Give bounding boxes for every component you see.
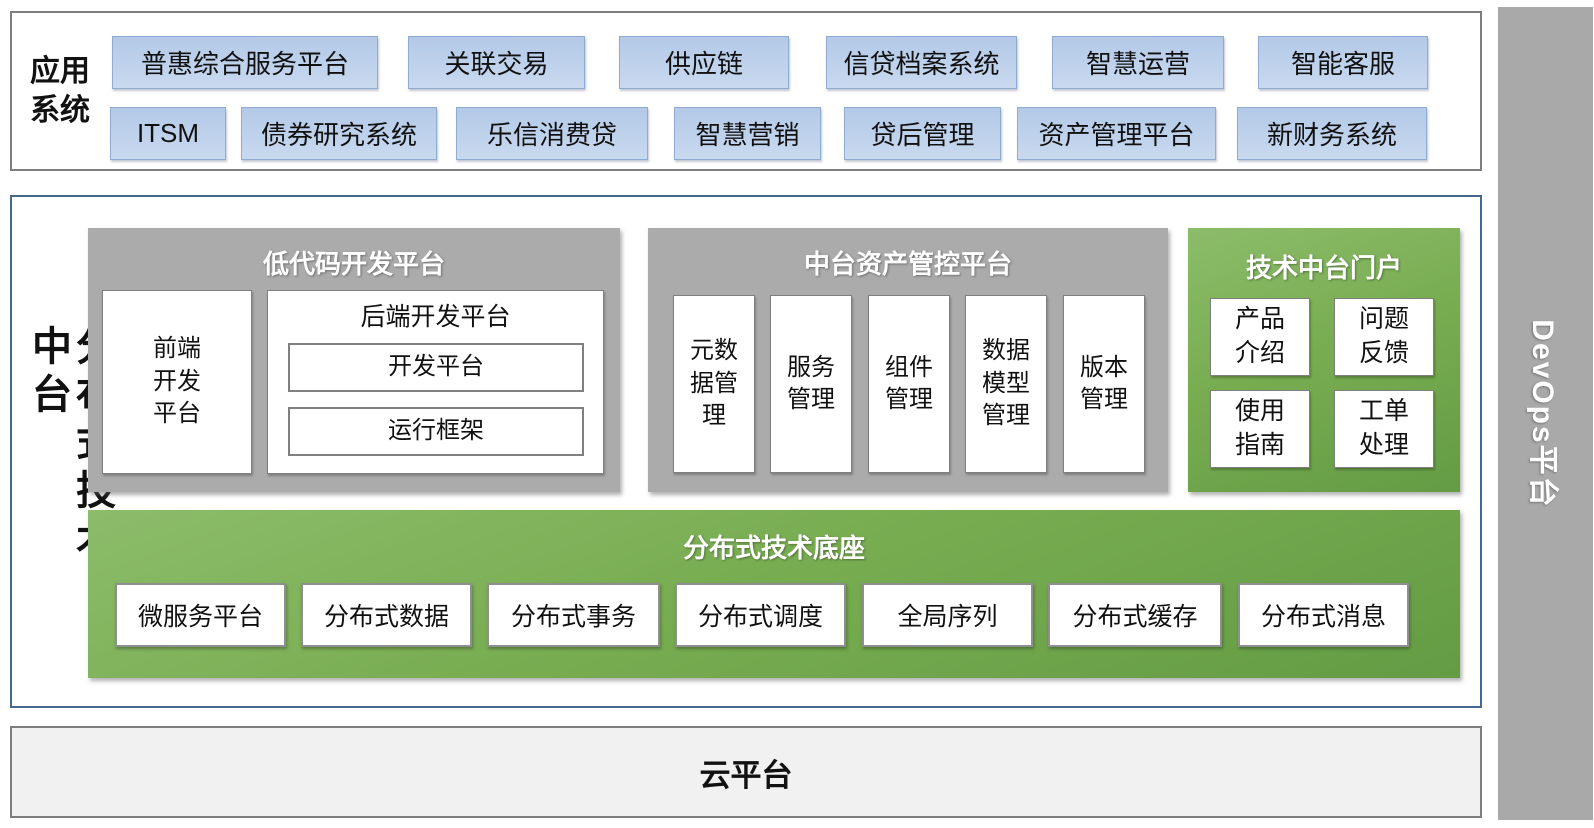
- data-model-management-box: 数据 模型 管理: [965, 295, 1047, 473]
- product-intro-box: 产品 介绍: [1210, 298, 1310, 376]
- devops-platform-label: DevOps平台: [1525, 318, 1559, 509]
- app-box-smart-customer-service: 智能客服: [1258, 36, 1428, 89]
- cloud-platform-bar: 云平台: [10, 726, 1482, 818]
- runtime-framework-box: 运行框架: [288, 407, 584, 456]
- distributed-base-panel: 分布式技术底座 微服务平台 分布式数据 分布式事务 分布式调度 全局序列 分布式…: [88, 510, 1460, 678]
- app-box-post-loan-management: 贷后管理: [844, 107, 1001, 160]
- app-box-itsm: ITSM: [110, 107, 226, 160]
- app-box-credit-archive: 信贷档案系统: [826, 36, 1017, 89]
- backend-dev-platform-title: 后端开发平台: [360, 303, 511, 331]
- app-box-lexin-consumer-loan: 乐信消费贷: [456, 107, 648, 160]
- dev-platform-box: 开发平台: [288, 343, 584, 392]
- distributed-transaction-box: 分布式事务: [487, 583, 660, 647]
- app-box-supply-chain: 供应链: [619, 36, 789, 89]
- user-guide-box: 使用 指南: [1210, 390, 1310, 468]
- app-box-related-transactions: 关联交易: [408, 36, 585, 89]
- devops-platform-bar: DevOps平台: [1498, 7, 1593, 820]
- microservice-platform-box: 微服务平台: [115, 583, 286, 647]
- app-box-new-finance-system: 新财务系统: [1237, 107, 1427, 160]
- distributed-scheduling-box: 分布式调度: [675, 583, 846, 647]
- tech-portal-panel: 技术中台门户 产品 介绍 问题 反馈 使用 指南 工单 处理: [1188, 228, 1460, 492]
- app-box-smart-marketing: 智慧营销: [674, 107, 821, 160]
- backend-dev-platform-box: 后端开发平台 开发平台 运行框架: [267, 290, 604, 474]
- low-code-platform-title: 低代码开发平台: [262, 249, 445, 279]
- distributed-data-box: 分布式数据: [301, 583, 472, 647]
- metadata-management-box: 元数 据管 理: [673, 295, 755, 473]
- global-sequence-box: 全局序列: [862, 583, 1033, 647]
- feedback-box: 问题 反馈: [1334, 298, 1434, 376]
- component-management-box: 组件 管理: [868, 295, 950, 473]
- asset-control-panel: 中台资产管控平台 元数 据管 理 服务 管理 组件 管理 数据 模型 管理 版本…: [648, 228, 1168, 492]
- asset-control-title: 中台资产管控平台: [803, 249, 1012, 279]
- version-management-box: 版本 管理: [1063, 295, 1145, 473]
- low-code-platform-panel: 低代码开发平台 前端 开发 平台 后端开发平台 开发平台 运行框架: [88, 228, 620, 492]
- distributed-cache-box: 分布式缓存: [1048, 583, 1222, 647]
- app-box-asset-management-platform: 资产管理平台: [1017, 107, 1216, 160]
- application-systems-label: 应用 系统: [30, 55, 90, 127]
- app-box-bond-research: 债券研究系统: [241, 107, 437, 160]
- frontend-dev-platform-box: 前端 开发 平台: [102, 290, 252, 474]
- application-systems-section: 应用 系统 普惠综合服务平台 关联交易 供应链 信贷档案系统 智慧运营 智能客服…: [10, 11, 1482, 171]
- app-box-smart-operations: 智慧运营: [1052, 36, 1224, 89]
- service-management-box: 服务 管理: [770, 295, 852, 473]
- distributed-tech-middle-platform-section: 分布式技术中台 低代码开发平台 前端 开发 平台 后端开发平台 开发平台 运行框…: [10, 195, 1482, 708]
- ticket-handling-box: 工单 处理: [1334, 390, 1434, 468]
- distributed-base-title: 分布式技术底座: [682, 533, 865, 563]
- app-box-puhui-platform: 普惠综合服务平台: [112, 36, 378, 89]
- distributed-message-box: 分布式消息: [1238, 583, 1409, 647]
- tech-portal-title: 技术中台门户: [1245, 253, 1402, 283]
